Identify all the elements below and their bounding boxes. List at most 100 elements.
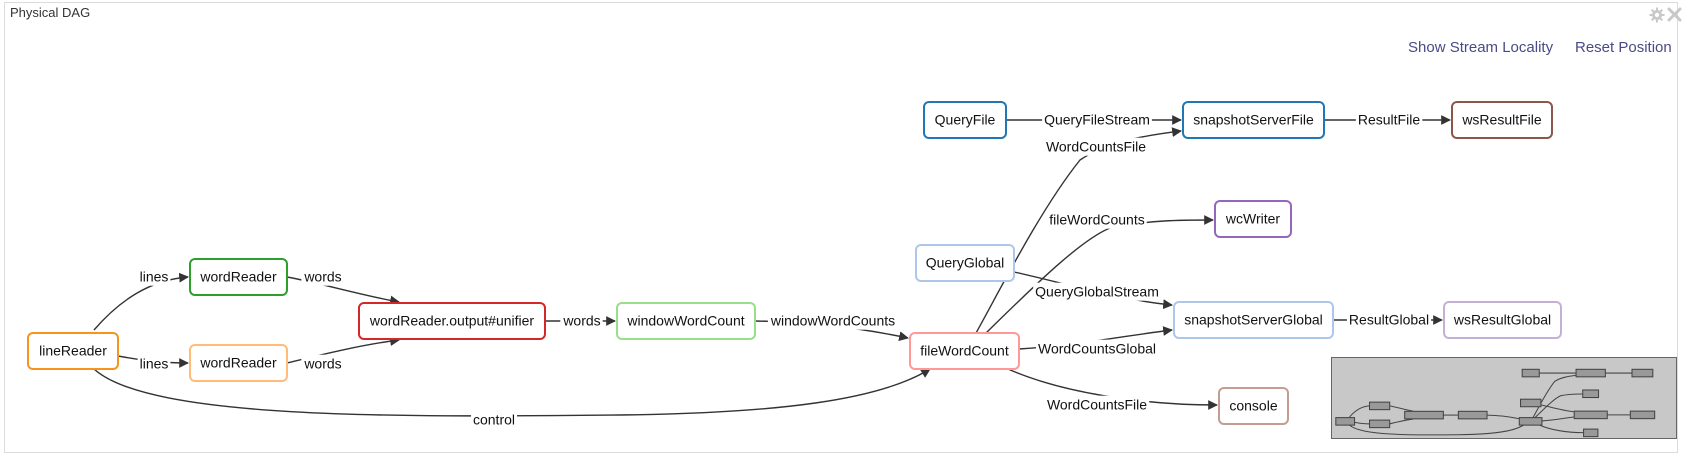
- minimap-edge: [1532, 374, 1576, 418]
- dag-edge-wordReader1-unifier[interactable]: [286, 276, 400, 306]
- dag-node-console[interactable]: console: [1218, 387, 1289, 425]
- edge-label-background: [301, 354, 344, 373]
- node-label: wordReader.output#unifier: [369, 313, 535, 329]
- node-label: QueryGlobal: [926, 255, 1005, 271]
- node-label: wordReader: [199, 355, 277, 371]
- dag-node-snapshotServerFile[interactable]: snapshotServerFile: [1182, 101, 1325, 139]
- edge-label: words: [303, 356, 341, 372]
- node-box[interactable]: [915, 244, 1015, 282]
- edge-label: control: [473, 412, 515, 428]
- minimap-edge: [1534, 393, 1583, 418]
- edge-label-background: [137, 354, 171, 373]
- node-label: wsResultGlobal: [1453, 312, 1551, 328]
- dag-edge-lineReader-fileWordCount[interactable]: [93, 368, 931, 417]
- edge-label: QueryFileStream: [1044, 112, 1150, 128]
- dag-node-windowWordCount[interactable]: windowWordCount: [616, 302, 756, 340]
- dag-edge-fileWordCount-console[interactable]: [1007, 368, 1218, 410]
- reset-position-link[interactable]: Reset Position: [1575, 39, 1672, 56]
- node-label: console: [1229, 398, 1277, 414]
- edge-label: fileWordCounts: [1049, 212, 1144, 228]
- node-label: wsResultFile: [1461, 112, 1542, 128]
- dag-node-unifier[interactable]: wordReader.output#unifier: [358, 302, 546, 340]
- node-box[interactable]: [923, 101, 1007, 139]
- edge-label-background: [1047, 210, 1147, 229]
- node-box[interactable]: [1443, 301, 1562, 339]
- node-box[interactable]: [189, 258, 288, 296]
- node-box[interactable]: [616, 302, 756, 340]
- edge-label: QueryGlobalStream: [1035, 284, 1159, 300]
- edge-label-background: [1033, 282, 1161, 301]
- node-label: wordReader: [199, 269, 277, 285]
- node-box[interactable]: [1214, 200, 1292, 238]
- edge-label: words: [303, 269, 341, 285]
- minimap-node: [1521, 368, 1540, 378]
- dag-node-wordReader1[interactable]: wordReader: [189, 258, 288, 296]
- minimap-node: [1573, 410, 1608, 420]
- edge-label: WordCountsFile: [1047, 397, 1147, 413]
- edge-label: ResultFile: [1358, 112, 1420, 128]
- minimap-edge: [1487, 414, 1519, 420]
- node-box[interactable]: [1218, 387, 1289, 425]
- edge-label-background: [470, 410, 518, 429]
- edge-label: ResultGlobal: [1349, 312, 1429, 328]
- dag-node-fileWordCount[interactable]: fileWordCount: [909, 332, 1020, 370]
- dag-node-lineReader[interactable]: lineReader: [27, 332, 119, 370]
- minimap-node: [1583, 428, 1599, 438]
- minimap-node: [1369, 419, 1391, 429]
- node-box[interactable]: [358, 302, 546, 340]
- dag-node-wsResultGlobal[interactable]: wsResultGlobal: [1443, 301, 1562, 339]
- minimap-edge: [1354, 421, 1370, 425]
- close-icon[interactable]: [1667, 7, 1682, 22]
- dag-edge-fileWordCount-snapshotServerFile[interactable]: [975, 127, 1182, 334]
- minimap-graph: [1335, 368, 1656, 438]
- show-stream-locality-link[interactable]: Show Stream Locality: [1408, 39, 1554, 56]
- node-box[interactable]: [909, 332, 1020, 370]
- minimap-node: [1520, 398, 1542, 408]
- minimap-edge: [1541, 416, 1574, 422]
- dag-node-wordReader2[interactable]: wordReader: [189, 344, 288, 382]
- edge-label-background: [1355, 110, 1423, 129]
- edge-label: windowWordCounts: [770, 313, 895, 329]
- node-box[interactable]: [1182, 101, 1325, 139]
- node-box[interactable]: [1173, 301, 1334, 339]
- edge-label: lines: [140, 269, 169, 285]
- minimap-node: [1629, 410, 1656, 420]
- dag-edge-lineReader-wordReader1[interactable]: [93, 272, 189, 331]
- node-label: windowWordCount: [626, 313, 744, 329]
- minimap-edge: [1389, 418, 1414, 425]
- edge-label: words: [562, 313, 600, 329]
- edge-label-background: [301, 267, 344, 286]
- edge-label: WordCountsGlobal: [1038, 341, 1156, 357]
- dag-node-wsResultFile[interactable]: wsResultFile: [1451, 101, 1553, 139]
- gear-icon[interactable]: [1649, 7, 1665, 23]
- dag-edge-wordReader2-unifier[interactable]: [286, 336, 400, 364]
- edge-label-background: [137, 267, 171, 286]
- node-label: QueryFile: [935, 112, 996, 128]
- minimap-node: [1582, 389, 1600, 399]
- node-box[interactable]: [189, 344, 288, 382]
- node-label: fileWordCount: [920, 343, 1009, 359]
- dag-node-wcWriter[interactable]: wcWriter: [1214, 200, 1292, 238]
- dag-node-QueryFile[interactable]: QueryFile: [923, 101, 1007, 139]
- minimap-edge: [1540, 404, 1574, 413]
- edge-label-background: [560, 311, 603, 330]
- minimap-node: [1631, 368, 1654, 378]
- panel-title: Physical DAG: [10, 5, 91, 20]
- edge-label-background: [1035, 339, 1159, 358]
- node-box[interactable]: [27, 332, 119, 370]
- minimap-edge: [1349, 405, 1370, 418]
- dag-node-QueryGlobal[interactable]: QueryGlobal: [915, 244, 1015, 282]
- minimap-content: [1335, 368, 1656, 438]
- edge-label-background: [1346, 310, 1432, 329]
- minimap-node: [1369, 401, 1391, 411]
- minimap-edge: [1539, 424, 1584, 434]
- node-box[interactable]: [1451, 101, 1553, 139]
- node-label: lineReader: [39, 343, 107, 359]
- node-label: snapshotServerFile: [1193, 112, 1314, 128]
- minimap-edge: [1389, 405, 1414, 412]
- dag-node-snapshotServerGlobal[interactable]: snapshotServerGlobal: [1173, 301, 1334, 339]
- minimap[interactable]: [1331, 357, 1677, 439]
- edge-label-background: [1044, 395, 1150, 414]
- edge-label: lines: [140, 356, 169, 372]
